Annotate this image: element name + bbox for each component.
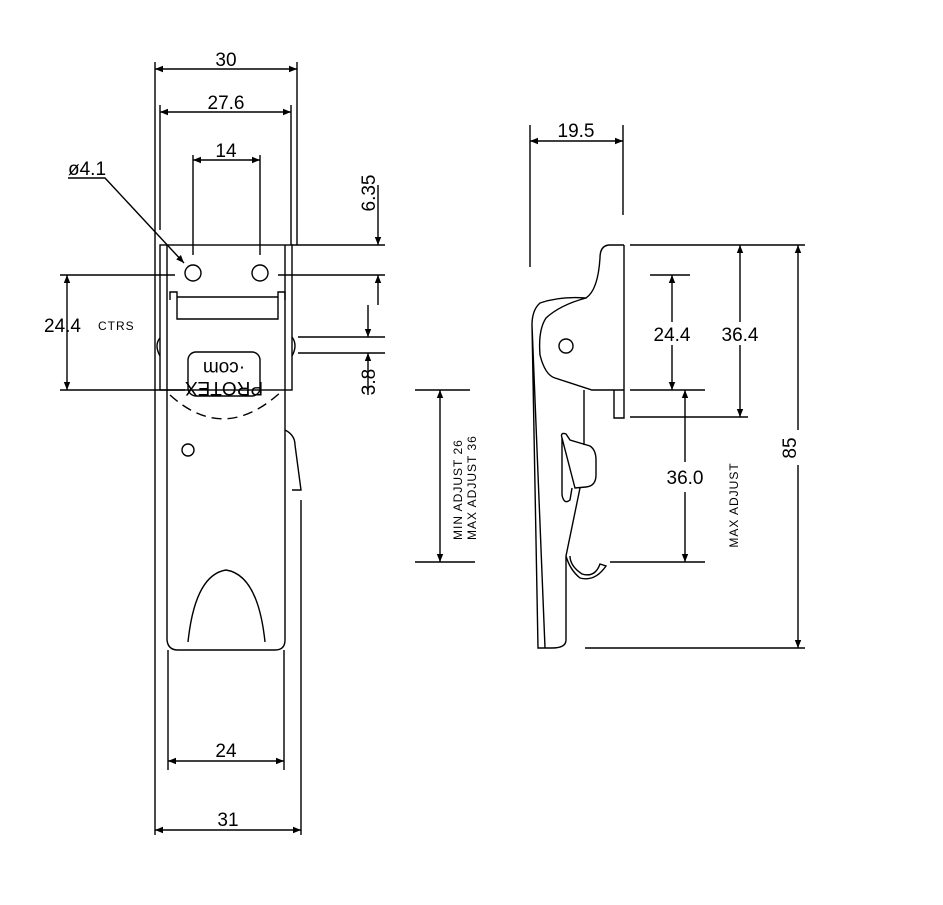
- mounting-hole: [251, 264, 269, 282]
- dim-label: 27.6: [208, 93, 245, 114]
- dim-note: MIN ADJUST 26: [451, 439, 465, 540]
- dim-label: ø4.1: [68, 159, 106, 180]
- dim-note: MAX ADJUST 36: [465, 435, 479, 540]
- dim-label: 30: [215, 50, 236, 71]
- dim-label: 24.4: [44, 316, 81, 337]
- dim-label: 19.5: [558, 121, 595, 142]
- side-view: 19.5 24.4 36.4 85 36.0 MAX ADJUST MIN AD…: [415, 121, 805, 649]
- dim-label: 3.8: [359, 369, 380, 395]
- dim-note: CTRS: [98, 319, 135, 333]
- logo-text: ·com: [203, 357, 245, 378]
- mounting-plate: [159, 244, 293, 391]
- dim-label: 24.4: [654, 325, 691, 346]
- dim-label: 36.0: [667, 468, 704, 489]
- logo-text: PROTEX: [185, 377, 263, 398]
- dim-label: 31: [217, 810, 238, 831]
- dim-label: 85: [780, 437, 801, 458]
- protex-logo: [187, 351, 261, 397]
- dim-label: 36.4: [722, 325, 759, 346]
- dim-label: 14: [215, 141, 237, 162]
- mounting-hole: [184, 264, 202, 282]
- dim-label: 24: [215, 741, 237, 762]
- latch-lever: [166, 390, 286, 651]
- dim-label: 6.35: [359, 175, 380, 212]
- front-view: PROTEX ·com 30 27.6 14 ø4.1 24.4 CTRS 6.…: [44, 50, 385, 835]
- dim-note: MAX ADJUST: [727, 462, 741, 547]
- latch-side-profile: [531, 244, 625, 649]
